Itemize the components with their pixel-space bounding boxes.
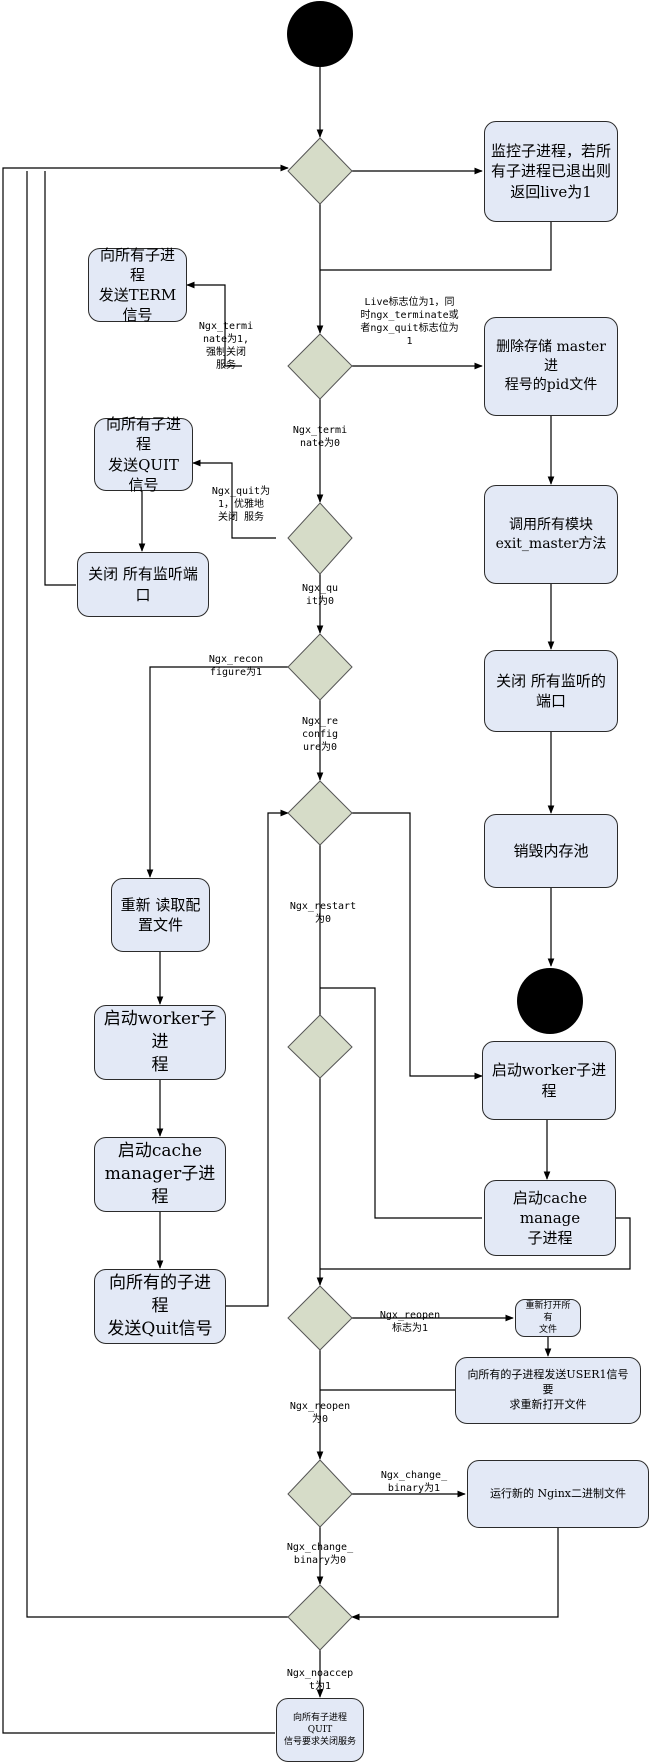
noaccept-yes-label: Ngx_noaccep t为1 bbox=[286, 1668, 354, 1692]
decision-diamond bbox=[287, 502, 353, 575]
send-user1-signal-box: 向所有的子进程发送USER1信号要 求重新打开文件 bbox=[455, 1357, 641, 1424]
connector bbox=[186, 281, 242, 367]
decision-diamond bbox=[287, 137, 353, 205]
connector bbox=[320, 222, 552, 271]
connector bbox=[44, 171, 76, 586]
send-quit-to-children-box: 向所有的子进程 发送Quit信号 bbox=[94, 1269, 226, 1344]
start-node bbox=[287, 1, 353, 67]
live-flag-label: Live标志位为1，同 时ngx_terminate或 者ngx_quit标志位… bbox=[360, 297, 459, 347]
start-cache-manager-left-box: 启动cache manager子进程 bbox=[94, 1137, 226, 1212]
connector bbox=[351, 1528, 559, 1621]
connector bbox=[2, 164, 289, 1734]
reopen-yes-label: Ngx_reopen 标志为1 bbox=[379, 1310, 441, 1334]
reopen-no-label: Ngx_reopen 为0 bbox=[289, 1401, 351, 1425]
change-binary-yes-label: Ngx_change_ binary为1 bbox=[380, 1470, 448, 1494]
connector bbox=[320, 1217, 631, 1270]
decision-diamond bbox=[287, 1014, 353, 1079]
change-binary-no-label: Ngx_change_ binary为0 bbox=[286, 1542, 354, 1566]
end-node bbox=[517, 968, 583, 1034]
connector bbox=[352, 812, 483, 1080]
final-send-quit-box: 向所有子进程QUIT 信号要求关闭服务 bbox=[276, 1698, 364, 1762]
send-quit-signal-box: 向所有子进程 发送QUIT信号 bbox=[94, 415, 193, 494]
restart-no-label: Ngx_restart 为0 bbox=[289, 901, 357, 925]
terminate-yes-label: Ngx_termi nate为1, 强制关闭 服务 bbox=[198, 321, 254, 371]
connector bbox=[26, 171, 288, 1618]
monitor-child-process-box: 监控子进程，若所 有子进程已退出则 返回live为1 bbox=[484, 121, 618, 222]
decision-diamond bbox=[287, 780, 353, 846]
connector bbox=[146, 666, 288, 878]
close-ports-right-box: 关闭 所有监听的 端口 bbox=[484, 650, 618, 732]
decision-diamond bbox=[287, 333, 353, 400]
decision-diamond bbox=[287, 1584, 353, 1651]
decision-diamond bbox=[287, 1285, 353, 1351]
exit-master-method-box: 调用所有模块 exit_master方法 bbox=[484, 485, 618, 584]
reconfigure-no-label: Ngx_re config ure为0 bbox=[301, 716, 339, 753]
connector bbox=[320, 987, 482, 1219]
reconfigure-yes-label: Ngx_recon figure为1 bbox=[208, 654, 264, 678]
reread-config-box: 重新 读取配 置文件 bbox=[111, 878, 210, 952]
decision-diamond bbox=[287, 1459, 353, 1528]
reopen-all-files-box: 重新打开所有 文件 bbox=[515, 1299, 581, 1337]
delete-pid-file-box: 删除存储 master进 程号的pid文件 bbox=[484, 317, 618, 416]
start-worker-left-box: 启动worker子进 程 bbox=[94, 1005, 226, 1080]
connector bbox=[226, 809, 289, 1307]
send-term-signal-box: 向所有子进程 发送TERM信号 bbox=[88, 246, 187, 324]
destroy-memory-pool-box: 销毁内存池 bbox=[484, 814, 618, 888]
quit-no-label: Ngx_qu it为0 bbox=[301, 583, 339, 607]
start-cache-manager-right-box: 启动cache manage 子进程 bbox=[484, 1180, 616, 1256]
terminate-no-label: Ngx_termi nate为0 bbox=[292, 425, 348, 449]
connector bbox=[192, 459, 276, 539]
run-new-nginx-binary-box: 运行新的 Nginx二进制文件 bbox=[467, 1460, 649, 1528]
close-ports-left-box: 关闭 所有监听端口 bbox=[77, 552, 209, 617]
quit-yes-label: Ngx_quit为 1，优雅地 关闭 服务 bbox=[211, 486, 271, 523]
start-worker-right-box: 启动worker子进程 bbox=[482, 1041, 616, 1120]
decision-diamond bbox=[287, 633, 353, 701]
